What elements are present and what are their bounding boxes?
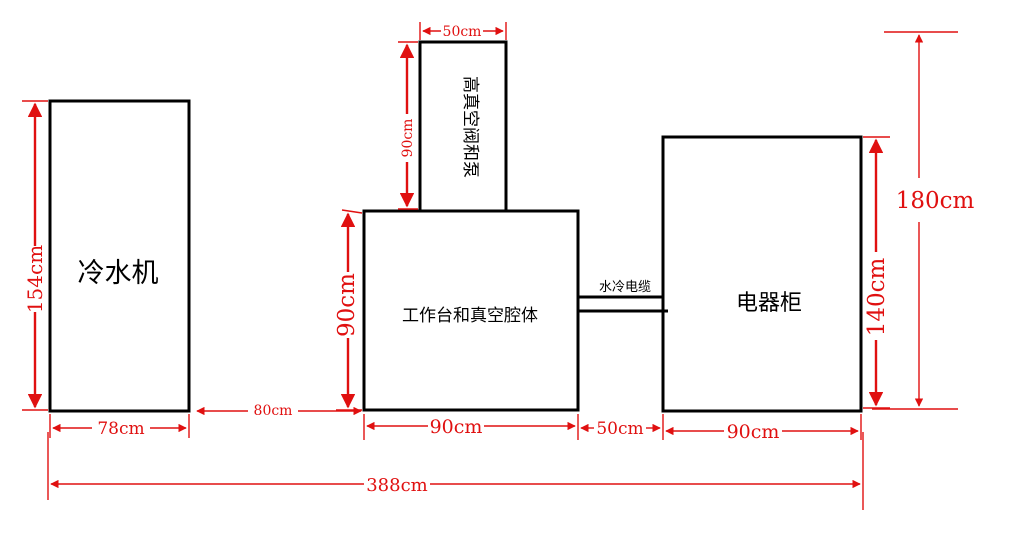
workbench-height-ext-top bbox=[341, 209, 363, 214]
workbench-width-label: 90cm bbox=[430, 416, 483, 438]
gap-label: 80cm bbox=[254, 403, 293, 419]
workbench-height-label: 90cm bbox=[334, 273, 360, 337]
chiller-width-label: 78cm bbox=[97, 419, 144, 439]
total-width-label: 388cm bbox=[366, 475, 428, 496]
cable-gap-label: 50cm bbox=[596, 419, 643, 439]
cable-label: 水冷电缆 bbox=[599, 279, 651, 295]
cabinet-width-label: 90cm bbox=[727, 421, 780, 443]
chiller-box bbox=[48, 99, 191, 413]
valve-height-label: 90cm bbox=[400, 119, 416, 158]
valve-width-label: 50cm bbox=[443, 24, 482, 40]
cabinet-label: 电器柜 bbox=[736, 291, 802, 316]
valve-pump-label: 高真空阀和泵 bbox=[460, 76, 480, 178]
cabinet-box bbox=[661, 135, 863, 413]
chiller-label: 冷水机 bbox=[78, 258, 159, 289]
overall-height-label: 180cm bbox=[896, 188, 975, 214]
cabinet-height-label: 140cm bbox=[864, 258, 890, 337]
chiller-height-label: 154cm bbox=[23, 245, 47, 313]
workbench-label: 工作台和真空腔体 bbox=[402, 306, 538, 326]
